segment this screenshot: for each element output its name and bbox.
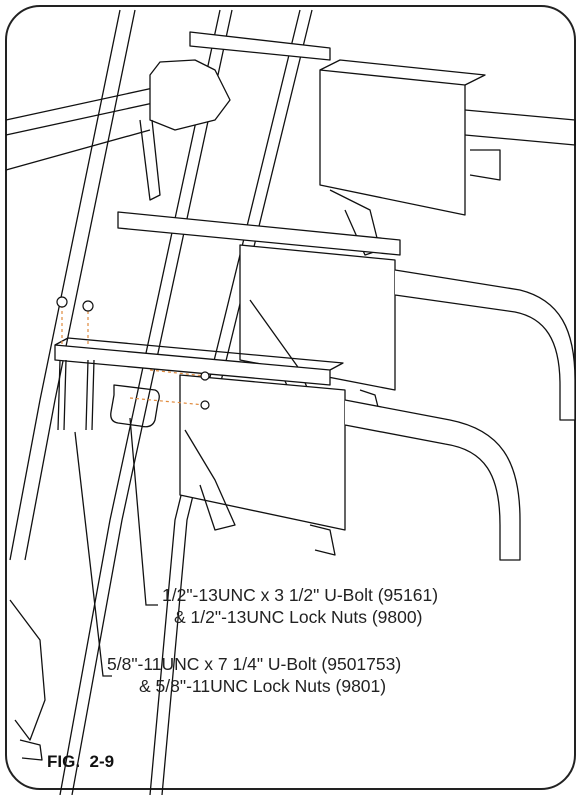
leader-line-half-ubolt xyxy=(129,417,158,606)
leader-lines xyxy=(74,417,158,677)
lock-nut-icon xyxy=(200,400,210,410)
figure-label: FIG. 2-9 xyxy=(47,752,115,771)
lock-nut-icon xyxy=(200,371,210,381)
callout-half-ubolt: 1/2"-13UNC x 3 1/2" U-Bolt (95161) & 1/2… xyxy=(162,584,567,628)
lock-nut-icon xyxy=(56,296,68,308)
callout-five-eighths-ubolt: 5/8"-11UNC x 7 1/4" U-Bolt (9501753) & 5… xyxy=(107,653,547,697)
hardware-highlights xyxy=(56,296,210,410)
machine-frame-drawing xyxy=(5,9,576,795)
callout-five-eighths-ubolt-line2: & 5/8"-11UNC Lock Nuts (9801) xyxy=(139,676,387,696)
callout-five-eighths-ubolt-line1: 5/8"-11UNC x 7 1/4" U-Bolt (9501753) xyxy=(107,654,402,674)
callout-half-ubolt-line2: & 1/2"-13UNC Lock Nuts (9800) xyxy=(174,607,423,627)
callout-half-ubolt-line1: 1/2"-13UNC x 3 1/2" U-Bolt (95161) xyxy=(162,585,439,605)
lock-nut-icon xyxy=(82,300,94,312)
leader-line-five-eighths-ubolt xyxy=(74,431,112,677)
